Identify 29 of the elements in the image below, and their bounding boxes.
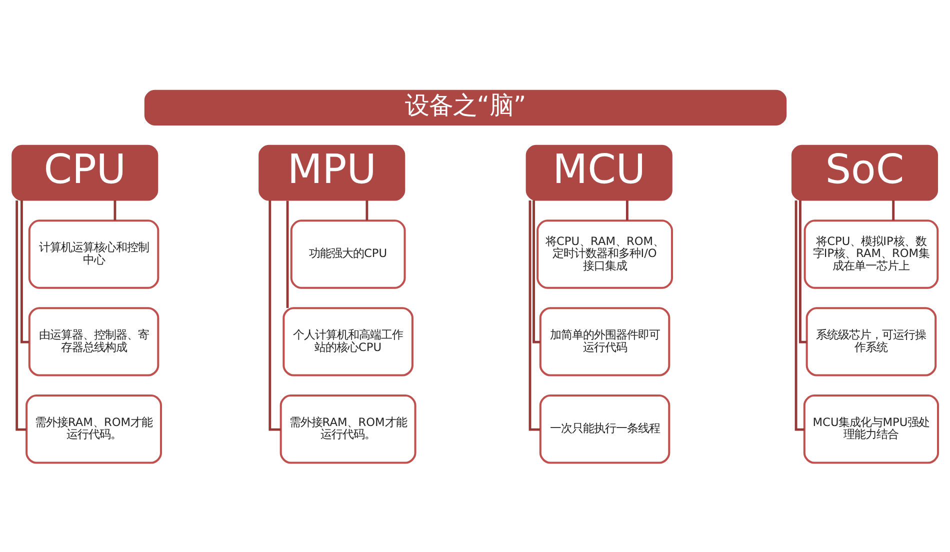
node-box: 将CPU、RAM、ROM、定时计数器和多种I/O接口集成 (536, 219, 673, 288)
node-box: CPU (12, 144, 158, 200)
node-box: 将CPU、模拟IP核、数字IP核、RAM、ROM集成在单一芯片上 (804, 219, 939, 288)
node-box: 功能强大的CPU (290, 219, 406, 288)
node-box: 一次只能执行一条线程 (539, 394, 670, 464)
connector (794, 200, 804, 430)
node-box: 加简单的外围器件即可运行代码 (539, 306, 670, 376)
connector (114, 200, 116, 220)
connector (20, 200, 30, 343)
connector (16, 200, 26, 430)
connector (532, 200, 540, 343)
connector (892, 200, 895, 220)
node-box: MCU集成化与MPU强处理能力结合 (803, 394, 940, 464)
node-box: SoC (791, 144, 938, 200)
connector (626, 200, 628, 220)
node-box: 计算机运算核心和控制中心 (28, 219, 160, 288)
connector (268, 200, 281, 430)
connector (366, 200, 368, 220)
node-box: 由运算器、控制器、寄存器总线构成 (28, 306, 160, 376)
connector (799, 200, 807, 343)
node-box: 需外接RAM、ROM才能运行代码。 (26, 394, 162, 464)
connector (286, 200, 289, 308)
node-box: 需外接RAM、ROM才能运行代码。 (280, 394, 416, 464)
node-box: 个人计算机和高端工作站的核心CPU (282, 306, 414, 376)
node-box: MCU (526, 144, 672, 200)
node-box: MPU (258, 144, 406, 200)
node-box: 设备之“脑” (144, 89, 787, 125)
node-box: 系统级芯片，可运行操作系统 (806, 306, 937, 376)
connector (528, 200, 540, 430)
